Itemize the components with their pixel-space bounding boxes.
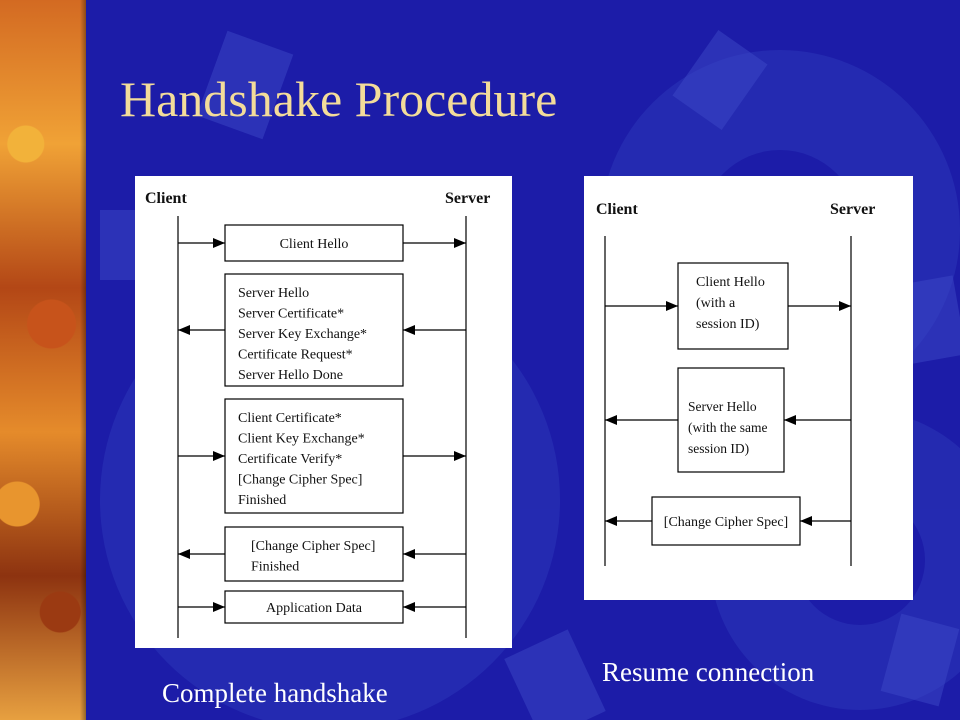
message-5: Application Data: [178, 590, 466, 624]
message-box: [677, 367, 785, 473]
arrowhead-icon: [800, 516, 812, 526]
message-text: Server Hello: [688, 399, 757, 414]
message-text: (with the same: [688, 420, 767, 435]
client-label: Client: [145, 190, 187, 207]
message-text: Certificate Verify*: [238, 452, 342, 467]
message-box: [224, 224, 404, 262]
message-1: Client Hello: [178, 224, 466, 262]
message-box: [224, 590, 404, 624]
arrowhead-icon: [213, 451, 225, 461]
message-text: Client Certificate*: [238, 411, 342, 426]
arrowhead-icon: [178, 325, 190, 335]
resume-connection-diagram: Client Server Client Hello (with a session…: [584, 176, 913, 600]
arrowhead-icon: [213, 238, 225, 248]
arrowhead-icon: [666, 301, 678, 311]
arrowhead-icon: [454, 451, 466, 461]
message-text: Certificate Request*: [238, 348, 353, 363]
arrowhead-icon: [784, 415, 796, 425]
arrowhead-icon: [213, 602, 225, 612]
complete-handshake-caption: Complete handshake: [162, 678, 388, 708]
message-1: Client Hello (with a session ID): [605, 262, 851, 350]
message-text: Finished: [251, 560, 299, 575]
message-3: [Change Cipher Spec]: [605, 496, 851, 546]
message-text: Finished: [238, 493, 286, 508]
message-text: session ID): [696, 317, 760, 332]
arrowhead-icon: [403, 549, 415, 559]
decorative-gear-strip: [0, 0, 86, 720]
message-box: [224, 273, 404, 387]
server-label: Server: [445, 190, 490, 207]
message-2: Server Hello (with the same session ID): [605, 367, 851, 473]
message-text: (with a: [696, 296, 736, 311]
client-label: Client: [596, 201, 638, 218]
message-text: Server Hello: [238, 286, 309, 301]
message-text: Client Key Exchange*: [238, 432, 365, 447]
message-box: [677, 262, 789, 350]
arrowhead-icon: [605, 516, 617, 526]
message-text: Client Hello: [696, 275, 765, 290]
message-4: [Change Cipher Spec] Finished: [178, 526, 466, 582]
message-text: Server Hello Done: [238, 368, 343, 383]
arrowhead-icon: [178, 549, 190, 559]
message-text: Application Data: [266, 601, 363, 616]
message-text: [Change Cipher Spec]: [664, 515, 788, 530]
server-label: Server: [830, 201, 875, 218]
message-text: Client Hello: [280, 237, 349, 252]
message-text: session ID): [688, 441, 749, 456]
message-text: [Change Cipher Spec]: [238, 473, 362, 488]
slide-title: Handshake Procedure: [120, 71, 558, 127]
message-text: Server Certificate*: [238, 307, 344, 322]
message-text: Server Key Exchange*: [238, 327, 367, 342]
arrowhead-icon: [605, 415, 617, 425]
arrowhead-icon: [454, 238, 466, 248]
resume-connection-caption: Resume connection: [602, 657, 815, 687]
resume-connection-svg: Client Server Client Hello (with a session…: [596, 201, 875, 566]
arrowhead-icon: [403, 325, 415, 335]
message-text: [Change Cipher Spec]: [251, 539, 375, 554]
arrowhead-icon: [403, 602, 415, 612]
message-3: Client Certificate* Client Key Exchange* C…: [178, 398, 466, 514]
arrowhead-icon: [839, 301, 851, 311]
